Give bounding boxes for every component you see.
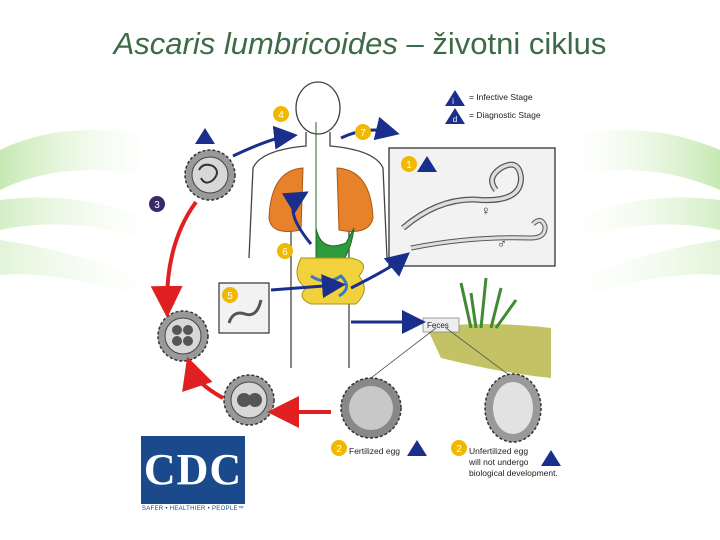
slide-title: Ascaris lumbricoides – životni ciklus xyxy=(0,26,720,62)
cdc-logo-text: CDC xyxy=(143,445,243,494)
title-species: Ascaris lumbricoides xyxy=(113,26,398,61)
feces-label: Feces xyxy=(427,321,449,330)
fertilized-egg-label: Fertilized egg xyxy=(349,446,400,456)
unfertilized-egg-label-2: will not undergo xyxy=(468,457,529,467)
life-cycle-diagram: i = Infective Stage d = Diagnostic Stage… xyxy=(141,78,574,520)
adult-worms-panel: ♀ ♂ xyxy=(388,147,556,267)
title-suffix: – životni ciklus xyxy=(397,26,607,61)
unfertilized-egg-zoom xyxy=(445,327,542,443)
step-badge-3: 3 xyxy=(149,196,165,212)
svg-text:1: 1 xyxy=(406,160,412,171)
step-badge-4: 4 xyxy=(273,106,289,122)
soil-patch xyxy=(427,277,551,378)
diagnostic-stage-marker-unfertilized xyxy=(541,450,561,466)
step-badge-2a: 2 xyxy=(331,440,347,456)
svg-text:5: 5 xyxy=(227,291,233,302)
female-symbol: ♀ xyxy=(481,203,491,218)
svg-text:2: 2 xyxy=(336,444,342,455)
egg-cleavage xyxy=(157,310,209,362)
lungs xyxy=(268,167,374,232)
svg-text:7: 7 xyxy=(360,128,366,139)
red-cycle-arrows xyxy=(150,200,331,428)
diagnostic-stage-marker-fertilized xyxy=(407,440,427,456)
male-symbol: ♂ xyxy=(497,236,507,251)
cdc-logo-tagline: SAFER • HEALTHIER • PEOPLE™ xyxy=(141,506,245,512)
step-badge-2b: 2 xyxy=(451,440,467,456)
legend-diagnostic-symbol: d xyxy=(453,115,457,124)
svg-text:2: 2 xyxy=(456,444,462,455)
legend: i = Infective Stage d = Diagnostic Stage xyxy=(445,90,541,124)
step-badge-6: 6 xyxy=(277,243,293,259)
step-badge-5: 5 xyxy=(222,287,238,303)
legend-infective-label: = Infective Stage xyxy=(469,92,533,102)
svg-text:3: 3 xyxy=(154,200,160,211)
cdc-logo: CDC SAFER • HEALTHIER • PEOPLE™ xyxy=(141,436,245,520)
step-badge-1: 1 xyxy=(401,156,417,172)
diagnostic-stage-marker-adult xyxy=(417,156,437,172)
svg-text:4: 4 xyxy=(278,110,284,121)
step-badge-7: 7 xyxy=(355,124,371,140)
fertilized-egg-zoom xyxy=(340,327,437,439)
unfertilized-egg-label-1: Unfertilized egg xyxy=(469,446,528,456)
svg-text:6: 6 xyxy=(282,247,288,258)
infective-stage-marker xyxy=(195,128,215,144)
cdc-logo-box xyxy=(141,436,245,504)
egg-infective xyxy=(184,149,236,201)
legend-diagnostic-label: = Diagnostic Stage xyxy=(469,110,541,120)
legend-infective-symbol: i xyxy=(452,97,454,106)
unfertilized-egg-label-3: biological development. xyxy=(469,468,558,478)
egg-two-cell xyxy=(223,374,275,426)
